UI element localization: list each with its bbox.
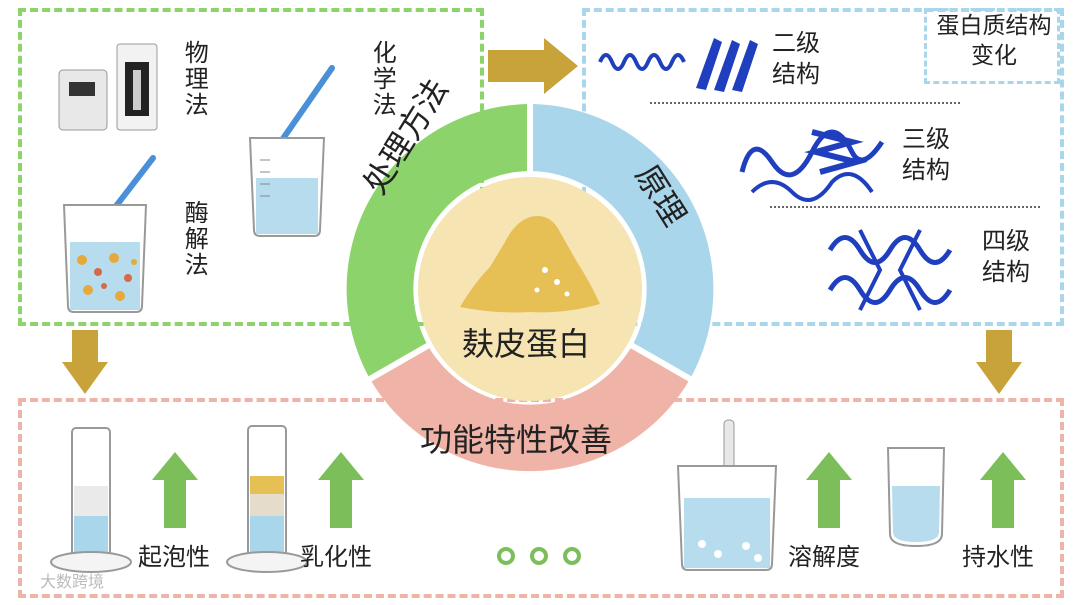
ultrasonic-device-icon — [55, 40, 165, 135]
up-arrow-water-holding — [980, 452, 1026, 528]
tertiary-structure-icon — [732, 112, 892, 202]
secondary-structure-label: 二级结构 — [772, 28, 824, 90]
solubility-beaker-icon — [672, 416, 784, 576]
quaternary-structure-icon — [820, 220, 970, 316]
divider-2 — [770, 206, 1040, 208]
arrow-right — [488, 38, 580, 94]
tertiary-structure-label: 三级结构 — [902, 124, 954, 186]
up-arrow-foaming — [152, 452, 198, 528]
property-solubility-label: 溶解度 — [788, 542, 860, 573]
method-chemical-label: 化学法 — [366, 40, 397, 118]
foaming-cylinder-icon — [46, 426, 136, 576]
divider-1 — [650, 102, 960, 104]
property-foaming-label: 起泡性 — [138, 542, 210, 573]
quaternary-structure-label: 四级结构 — [982, 226, 1034, 288]
structure-title: 蛋白质结构变化 — [932, 12, 1056, 72]
property-emulsifying-label: 乳化性 — [300, 542, 372, 573]
arrow-down-left — [62, 330, 108, 394]
enzymatic-beaker-icon — [58, 150, 168, 315]
watermark: 大数跨境 — [40, 572, 104, 593]
method-physical-label: 物理法 — [178, 40, 209, 118]
center-title: 麸皮蛋白 — [462, 324, 590, 366]
secondary-structure-icon — [596, 28, 766, 100]
water-holding-tube-icon — [884, 444, 948, 550]
ellipsis-dots — [494, 544, 584, 568]
ring-label-function: 功能特性改善 — [420, 420, 612, 462]
property-water-holding-label: 持水性 — [962, 542, 1034, 573]
up-arrow-emulsifying — [318, 452, 364, 528]
method-enzymatic-label: 酶解法 — [178, 200, 209, 278]
emulsifying-cylinder-icon — [222, 424, 312, 576]
up-arrow-solubility — [806, 452, 852, 528]
arrow-down-right — [976, 330, 1022, 394]
chemical-beaker-icon — [240, 60, 350, 240]
